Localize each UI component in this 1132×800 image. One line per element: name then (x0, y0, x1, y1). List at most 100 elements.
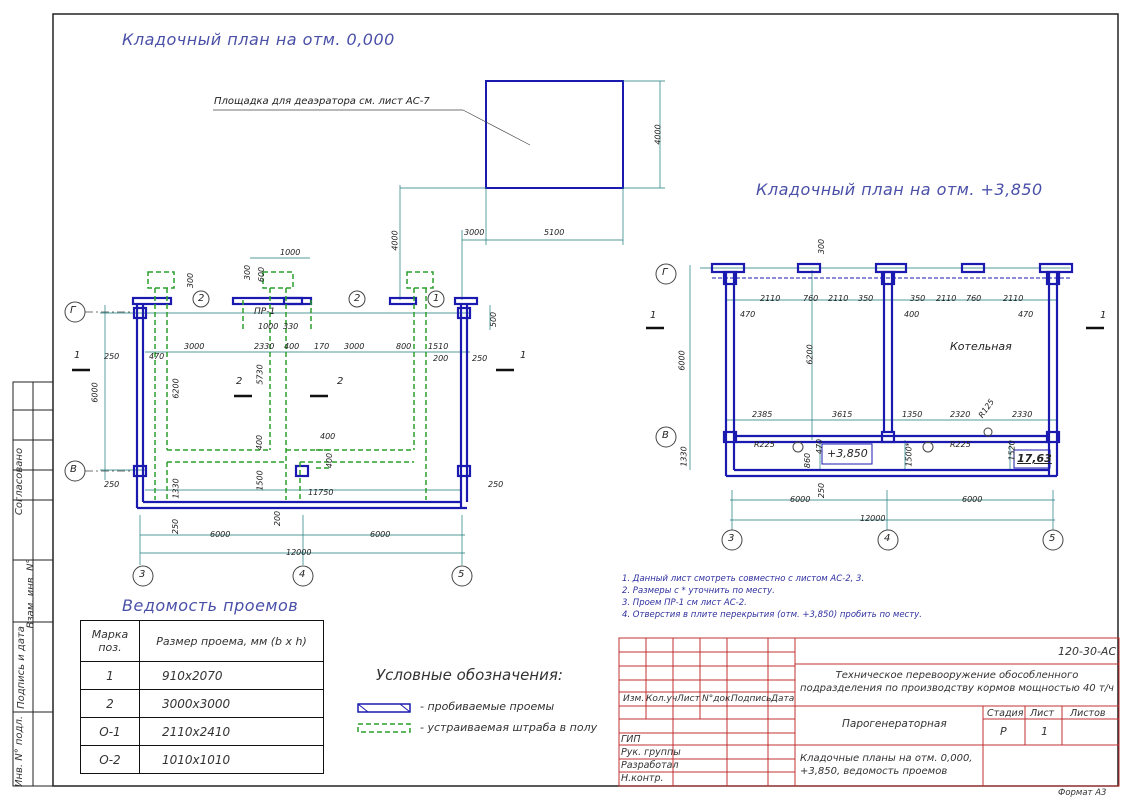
plan2-dim-2320: 2320 (950, 410, 971, 419)
table-header-size: Размер проема, мм (b x h) (139, 620, 324, 662)
stamp-col-list: Лист (677, 694, 700, 704)
plan2-axis-3: 3 (728, 533, 735, 544)
openings-schedule-table: Марка поз. Размер проема, мм (b x h) 1 9… (80, 620, 324, 774)
plan1-dim-600: 600 (257, 266, 267, 283)
plan1-dim-4000b: 4000 (390, 230, 400, 251)
table-row: О-2 1010x1010 (80, 745, 324, 774)
plan1-dim-400c: 400 (320, 432, 336, 441)
plan1-dim-1000b: 1000 (258, 322, 279, 331)
stamp-col-ndok: N°док. (702, 694, 734, 704)
title-block-grid (618, 637, 1120, 787)
legend-item-openings: - пробиваемые проемы (420, 700, 555, 713)
plan1-dim-300b: 300 (243, 264, 253, 281)
note-3: 3. Проем ПР-1 см лист АС-2. (622, 598, 747, 608)
stamp-col-izm: Изм. (623, 694, 645, 704)
plan1-dim-2330: 2330 (254, 342, 275, 351)
stamp-col-data: Дата (771, 694, 795, 704)
side-stamp-replacement: Взам. инв. N° (25, 558, 37, 629)
plan1-opening-mark-c: 1 (433, 293, 440, 304)
plan1-dim-330: 330 (283, 322, 299, 331)
stamp-role-developer: Разработал (621, 760, 679, 771)
plan1-dim-170: 170 (314, 342, 330, 351)
table-cell-size: 1010x1010 (139, 745, 324, 774)
plan2-dim-470a: 470 (740, 310, 756, 319)
plan1-dim-3000c: 3000 (344, 342, 365, 351)
plan2-axis-5: 5 (1049, 533, 1056, 544)
plan2-dim-6000v: 6000 (677, 350, 687, 371)
plan1-opening-mark-a: 2 (198, 293, 205, 304)
stamp-code: 120-30-АС (1058, 645, 1117, 658)
stamp-col-podpis: Подпись (731, 694, 772, 704)
table-cell-size: 3000x3000 (139, 689, 324, 718)
plan2-dim-350b: 350 (910, 294, 926, 303)
plan2-axis-4: 4 (884, 533, 891, 544)
table-row: 1 910x2070 (80, 661, 324, 690)
plan2-room-label: Котельная (950, 340, 1012, 353)
stamp-col-kol: Кол.уч (646, 694, 678, 704)
plan2-dim-760b: 760 (966, 294, 982, 303)
plan1-opening-mark-b: 2 (354, 293, 361, 304)
plan2-dim-300: 300 (817, 238, 827, 255)
plan2-dim-2385: 2385 (752, 410, 773, 419)
plan1-dim-400b: 400 (255, 434, 265, 451)
plan1-axis-5: 5 (458, 569, 465, 580)
legend-item-trench: - устраиваемая штраба в полу (420, 721, 598, 734)
plan1-dim-5100: 5100 (544, 228, 565, 237)
plan1-dim-300a: 300 (186, 272, 196, 289)
plan1-axis-v: В (70, 464, 77, 475)
plan1-dim-1500: 1500 (255, 470, 265, 491)
plan1-title: Кладочный план на отм. 0,000 (122, 30, 395, 49)
stamp-role-gip: ГИП (621, 734, 641, 745)
side-stamp (12, 381, 54, 787)
stamp-sheet-value: 1 (1041, 725, 1048, 738)
stamp-building: Парогенераторная (842, 718, 947, 730)
legend-symbols (357, 703, 411, 733)
plan1-axis-g: Г (70, 305, 76, 316)
plan1-dim-6000b: 6000 (370, 530, 391, 539)
stamp-project: Техническое перевооружение обособленного… (800, 670, 1114, 694)
plan1-dim-250a: 250 (104, 352, 120, 361)
stamp-stage-label: Стадия (987, 708, 1024, 719)
plan2-axis-v: В (662, 430, 669, 441)
plan1-dim-1330: 1330 (171, 478, 181, 499)
plan2-dim-2110b: 2110 (828, 294, 849, 303)
table-row: 2 3000x3000 (80, 689, 324, 718)
plan1-section-1b: 1 (520, 350, 527, 361)
plan2-dim-6000a: 6000 (790, 495, 811, 504)
plan2-dim-6000b: 6000 (962, 495, 983, 504)
plan1-dim-250e: 250 (171, 518, 181, 535)
plan2-dim-400: 400 (904, 310, 920, 319)
plan1-dim-1000: 1000 (280, 248, 301, 257)
plan1-dim-800: 800 (396, 342, 412, 351)
side-stamp-inventory: Инв. N° подл. (14, 715, 26, 788)
plan1-leader-note: Площадка для деаэратора см. лист АС-7 (214, 96, 430, 107)
stamp-sheet-label: Лист (1030, 708, 1055, 719)
plan1-dim-200: 200 (433, 354, 449, 363)
plan1-section-2a: 2 (236, 376, 243, 387)
plan2-axis-g: Г (662, 267, 668, 278)
plan2-dim-1500: 1500* (904, 442, 914, 467)
table-cell-size: 910x2070 (139, 661, 324, 690)
plan2-section-1b: 1 (1100, 310, 1107, 321)
plan1-dim-400a: 400 (284, 342, 300, 351)
plan1-dim-250b: 250 (472, 354, 488, 363)
plan1-dim-3000b: 3000 (184, 342, 205, 351)
plan2-dim-6200: 6200 (805, 344, 815, 365)
plan2-dim-2330: 2330 (1012, 410, 1033, 419)
plan1-dim-3000a: 3000 (464, 228, 485, 237)
plan1-dim-500: 500 (489, 311, 499, 328)
plan1-dim-6200: 6200 (171, 378, 181, 399)
stamp-stage-value: Р (1000, 725, 1007, 738)
plan2-dim-250: 250 (817, 482, 827, 499)
plan2-dim-470b: 470 (1018, 310, 1034, 319)
plan2-level-1: +3,850 (827, 447, 868, 460)
plan1-section-1a: 1 (74, 350, 81, 361)
table-header-mark: Марка поз. (80, 620, 140, 662)
table-cell-mark: 2 (80, 689, 140, 718)
side-stamp-signature-date: Подпись и дата (15, 626, 27, 709)
plan2-dim-2110a: 2110 (760, 294, 781, 303)
stamp-sheet-title: Кладочные планы на отм. 0,000, +3,850, в… (800, 753, 973, 777)
plan2-section-1a: 1 (650, 310, 657, 321)
plan1-dim-11750: 11750 (308, 488, 334, 497)
table-row: О-1 2110x2410 (80, 717, 324, 746)
